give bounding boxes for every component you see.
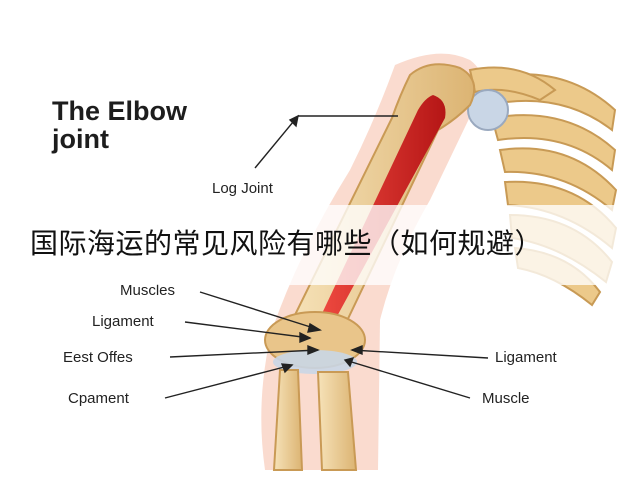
label-muscle-right: Muscle	[482, 390, 530, 407]
label-muscles: Muscles	[120, 282, 176, 299]
elbow-cartilage	[273, 350, 357, 374]
caption-banner	[0, 205, 640, 285]
label-cpament: Cpament	[68, 390, 129, 407]
diagram-title-line-1: The Elbow	[52, 96, 187, 126]
radius-bone	[316, 371, 358, 471]
diagram-title-line-2: joint	[52, 124, 109, 154]
label-est-offes: Eest Offes	[63, 349, 133, 366]
caption-text: 国际海运的常见风险有哪些（如何规避）	[30, 227, 544, 260]
label-ligament-right: Ligament	[495, 349, 557, 366]
shoulder-cartilage	[467, 89, 509, 131]
label-ligament-left: Ligament	[92, 313, 154, 330]
pointer-lines	[164, 114, 489, 399]
label-log-joint: Log Joint	[212, 180, 273, 197]
ulna-bone	[272, 369, 304, 471]
